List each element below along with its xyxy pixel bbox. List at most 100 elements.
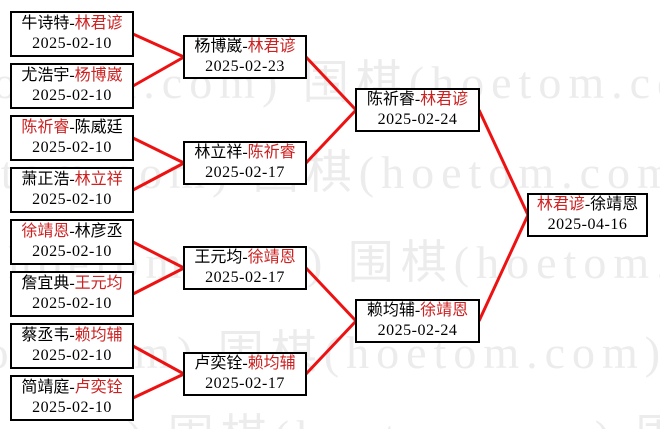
player-name-left: 林君谚 <box>536 196 585 213</box>
match-names: 王元均-徐靖恩 <box>194 248 295 268</box>
name-separator: - <box>69 67 75 84</box>
match-date: 2025-02-23 <box>205 58 285 75</box>
player-name-left: 蔡丞韦 <box>21 327 70 344</box>
connector-line <box>304 55 358 112</box>
player-name-left: 陈祈睿 <box>366 91 415 108</box>
match-date: 2025-02-17 <box>205 269 285 286</box>
match-names: 简靖庭-卢奕铨 <box>21 378 122 398</box>
match-box-round-1-1: 牛诗特-林君谚 2025-02-10 <box>10 11 134 57</box>
player-name-right: 王元均 <box>74 275 123 292</box>
connector-line <box>132 372 185 400</box>
player-name-right: 林君谚 <box>74 15 123 32</box>
match-names: 赖均辅-徐靖恩 <box>367 301 468 321</box>
name-separator: - <box>584 196 591 213</box>
player-name-right: 卢奕铨 <box>74 379 123 396</box>
match-date: 2025-02-10 <box>32 347 112 364</box>
match-names: 林君谚-徐靖恩 <box>537 195 638 215</box>
player-name-right: 赖均辅 <box>247 355 296 372</box>
name-separator: - <box>69 15 75 32</box>
connector-line <box>132 161 185 192</box>
connector-line <box>132 55 185 88</box>
match-box-round-2-1: 杨博崴-林君谚 2025-02-23 <box>183 35 307 79</box>
player-name-left: 萧正浩 <box>21 171 70 188</box>
name-separator: - <box>69 275 75 292</box>
player-name-left: 简靖庭 <box>21 379 70 396</box>
match-date: 2025-02-10 <box>32 295 112 312</box>
name-separator: - <box>69 119 75 136</box>
match-box-final-1: 林君谚-徐靖恩 2025-04-16 <box>527 193 648 237</box>
watermark-text: 围棋(hoetom.com) 围棋(hoetom.com) 围棋(hoetom.… <box>0 400 660 429</box>
player-name-left: 陈祈睿 <box>21 119 70 136</box>
player-name-left: 牛诗特 <box>21 15 70 32</box>
match-box-round-1-2: 尤浩宇-杨博崴 2025-02-10 <box>10 63 134 109</box>
match-names: 牛诗特-林君谚 <box>21 14 122 34</box>
player-name-left: 林立祥 <box>194 144 243 161</box>
name-separator: - <box>242 355 248 372</box>
player-name-right: 陈威廷 <box>74 119 123 136</box>
connector-line <box>132 344 185 376</box>
name-separator: - <box>242 38 248 55</box>
match-box-round-2-4: 卢奕铨-赖均辅 2025-02-17 <box>183 352 307 396</box>
player-name-left: 杨博崴 <box>194 38 243 55</box>
match-date: 2025-02-10 <box>32 139 112 156</box>
name-separator: - <box>414 302 421 319</box>
match-date: 2025-02-24 <box>377 111 458 128</box>
player-name-right: 赖均辅 <box>74 327 123 344</box>
name-separator: - <box>242 249 248 266</box>
match-date: 2025-02-10 <box>32 35 112 52</box>
player-name-left: 赖均辅 <box>366 302 415 319</box>
match-date: 2025-04-16 <box>547 216 628 233</box>
match-box-round-2-2: 林立祥-陈祈睿 2025-02-17 <box>183 141 307 185</box>
connector-line <box>132 32 185 59</box>
connector-line <box>477 109 530 216</box>
match-box-round-1-6: 詹宜典-王元均 2025-02-10 <box>10 271 134 317</box>
match-names: 尤浩宇-杨博崴 <box>21 66 122 86</box>
name-separator: - <box>69 327 75 344</box>
name-separator: - <box>242 144 248 161</box>
player-name-left: 徐靖恩 <box>21 223 70 240</box>
player-name-right: 林立祥 <box>74 171 123 188</box>
name-separator: - <box>69 379 75 396</box>
match-date: 2025-02-10 <box>32 399 112 416</box>
match-date: 2025-02-10 <box>32 87 112 104</box>
match-box-round-1-8: 简靖庭-卢奕铨 2025-02-10 <box>10 375 134 421</box>
player-name-right: 徐靖恩 <box>590 196 639 213</box>
match-box-round-1-5: 徐靖恩-林彦丞 2025-02-10 <box>10 219 134 265</box>
match-names: 蔡丞韦-赖均辅 <box>21 326 122 346</box>
connector-line <box>304 319 358 376</box>
match-date: 2025-02-10 <box>32 243 112 260</box>
connector-line <box>132 136 185 165</box>
match-names: 林立祥-陈祈睿 <box>194 143 295 163</box>
match-box-semifinal-1: 陈祈睿-林君谚 2025-02-24 <box>355 88 480 132</box>
match-date: 2025-02-17 <box>205 164 285 181</box>
player-name-right: 林君谚 <box>420 91 469 108</box>
match-box-round-1-7: 蔡丞韦-赖均辅 2025-02-10 <box>10 323 134 369</box>
player-name-left: 王元均 <box>194 249 243 266</box>
match-date: 2025-02-24 <box>377 322 458 339</box>
connector-line <box>132 240 185 270</box>
match-names: 陈祈睿-陈威廷 <box>21 118 122 138</box>
match-names: 杨博崴-林君谚 <box>194 37 295 57</box>
match-box-round-1-3: 陈祈睿-陈威廷 2025-02-10 <box>10 115 134 161</box>
name-separator: - <box>69 171 75 188</box>
match-date: 2025-02-17 <box>205 375 285 392</box>
player-name-left: 詹宜典 <box>21 275 70 292</box>
player-name-left: 卢奕铨 <box>194 355 243 372</box>
match-date: 2025-02-10 <box>32 191 112 208</box>
match-box-semifinal-2: 赖均辅-徐靖恩 2025-02-24 <box>355 299 480 343</box>
match-names: 徐靖恩-林彦丞 <box>21 222 122 242</box>
connector-line <box>304 108 358 165</box>
match-names: 萧正浩-林立祥 <box>21 170 122 190</box>
player-name-right: 杨博崴 <box>74 67 123 84</box>
match-names: 詹宜典-王元均 <box>21 274 122 294</box>
match-box-round-1-4: 萧正浩-林立祥 2025-02-10 <box>10 167 134 213</box>
connector-line <box>132 266 185 296</box>
name-separator: - <box>414 91 421 108</box>
match-names: 卢奕铨-赖均辅 <box>194 354 295 374</box>
player-name-left: 尤浩宇 <box>21 67 70 84</box>
player-name-right: 徐靖恩 <box>420 302 469 319</box>
connector-line <box>477 214 530 322</box>
